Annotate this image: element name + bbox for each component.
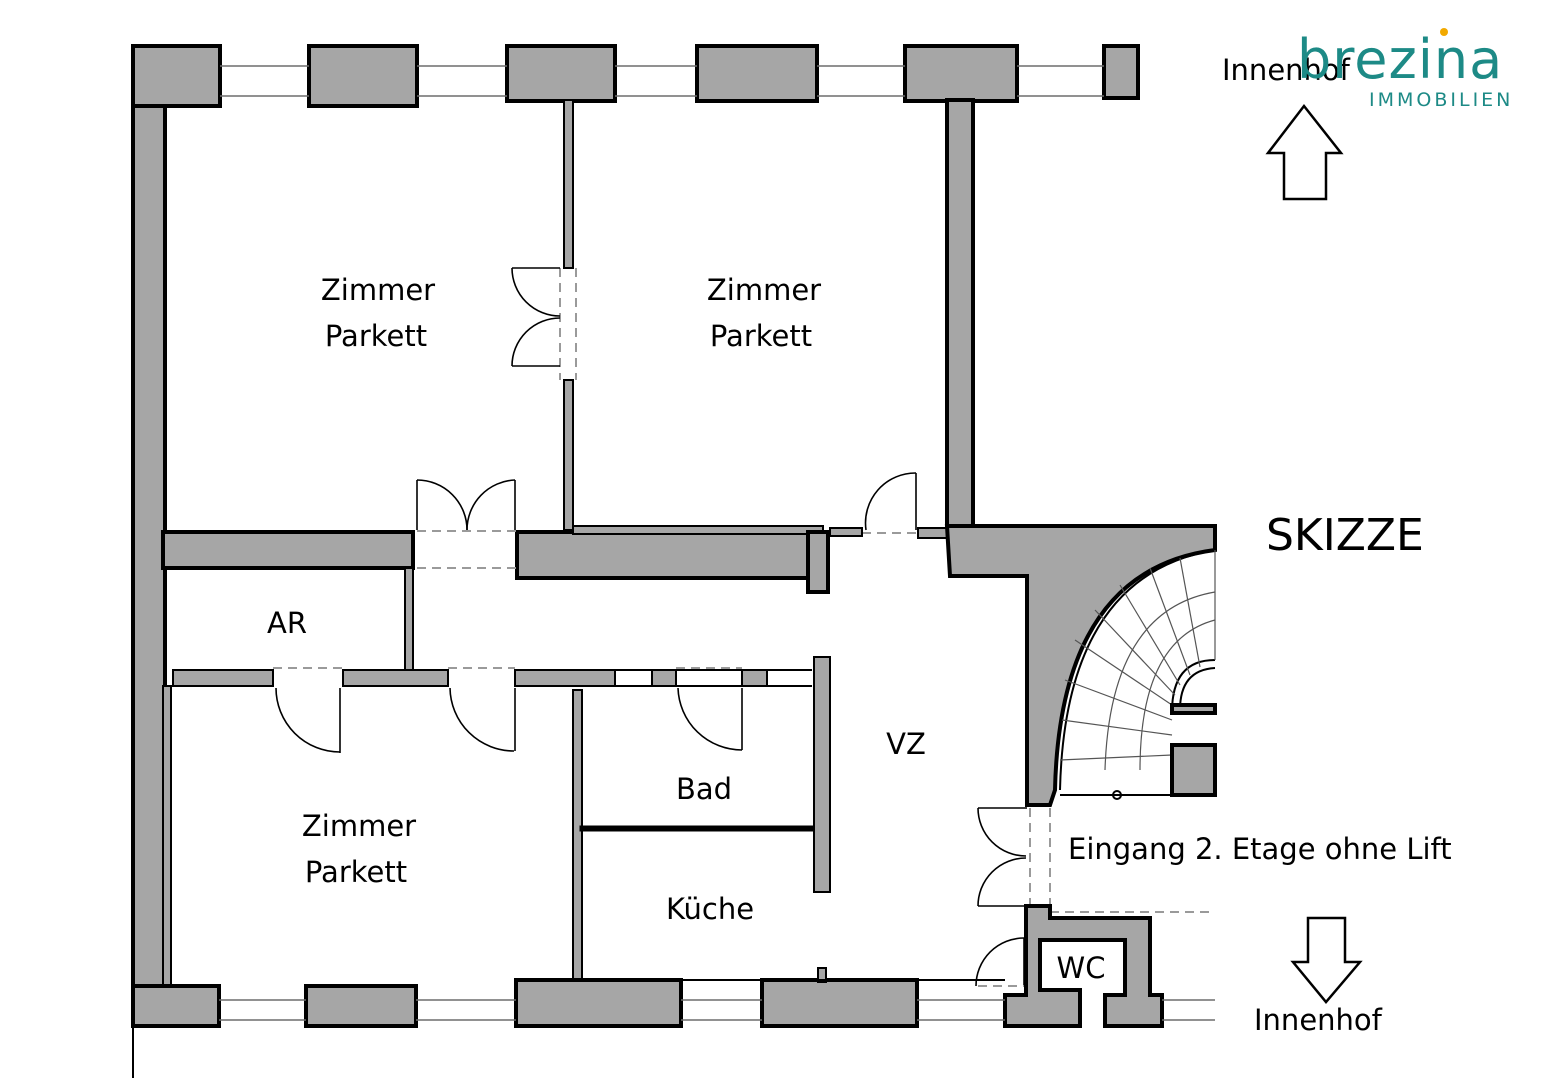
wall-below-top-left-right (515, 530, 829, 580)
top-pier-4 (695, 44, 819, 103)
top-pier-5 (903, 44, 1019, 103)
label-toilet: WC (1057, 951, 1106, 985)
label-courtyard-top: Innenhof (1222, 53, 1351, 87)
wall-mid-5 (741, 669, 768, 687)
wall-segment-near-door (917, 527, 951, 539)
label-room-top-left-1: Zimmer (321, 273, 435, 307)
arrow-up-icon (1265, 103, 1344, 201)
top-pier-1 (131, 44, 222, 108)
label-storage: AR (267, 606, 307, 640)
wall-between-top-rooms-upper (563, 99, 574, 269)
wall-between-top-rooms-lower (563, 379, 574, 531)
bottom-pier-2 (304, 984, 418, 1028)
door-top-right-room (862, 472, 948, 534)
wall-right-bad (813, 656, 831, 893)
top-pier-6 (1102, 44, 1140, 100)
label-room-top-left-2: Parkett (325, 319, 427, 353)
kitchen-wall-stub (817, 967, 827, 983)
arrow-down-icon (1290, 916, 1363, 1004)
label-courtyard-bottom: Innenhof (1254, 1003, 1383, 1037)
door-wc (975, 937, 1025, 987)
wall-mid-4 (651, 669, 677, 687)
wall-below-top-left-left (161, 530, 415, 570)
logo-tagline: IMMOBILIEN (1369, 89, 1513, 111)
label-hallway: VZ (886, 727, 926, 761)
brezina-logo: brezina IMMOBILIEN (1297, 28, 1513, 111)
top-pier-3 (505, 44, 617, 103)
label-entrance: Eingang 2. Etage ohne Lift (1068, 832, 1452, 866)
bottom-pier-4 (760, 978, 919, 1028)
label-room-top-right-2: Parkett (710, 319, 812, 353)
outer-wall-left (131, 44, 167, 1028)
bottom-windows (219, 999, 1215, 1021)
door-bottom-left-room-2 (449, 687, 516, 752)
double-door-entrance (977, 807, 1051, 907)
wall-segment-small (829, 527, 863, 537)
wall-left-bad-kueche (572, 689, 583, 981)
wall-inner-bottom-left (162, 685, 172, 987)
label-room-top-right-1: Zimmer (707, 273, 821, 307)
label-bathroom: Bad (676, 772, 732, 806)
top-pier-2 (307, 44, 419, 108)
bottom-pier-1 (131, 984, 221, 1028)
label-room-bottom-left-1: Zimmer (302, 809, 416, 843)
pillar-hall (806, 530, 830, 594)
logo-wordmark: brezina (1297, 28, 1503, 91)
wall-mid-2 (342, 669, 449, 687)
diagram-title: SKIZZE (1266, 510, 1424, 561)
wall-mid-1 (172, 669, 274, 687)
wall-ar-right (404, 567, 414, 671)
double-door-top-left-room (416, 479, 516, 531)
spiral-staircase (1059, 549, 1217, 800)
top-windows (220, 65, 1104, 97)
logo-dot-icon (1440, 28, 1448, 36)
bottom-pier-3 (514, 978, 683, 1028)
wall-mid-3 (514, 669, 616, 687)
wall-below-top-right-thin (572, 525, 824, 535)
label-kitchen: Küche (666, 892, 754, 926)
wall-right-top-room (945, 98, 975, 532)
label-room-bottom-left-2: Parkett (305, 855, 407, 889)
door-bathroom (677, 687, 743, 751)
double-door-top-rooms (511, 267, 561, 367)
wall-bad-kueche-divider (579, 825, 817, 832)
wc-wall (1003, 904, 1164, 1028)
door-bottom-left-room-1 (275, 687, 341, 753)
